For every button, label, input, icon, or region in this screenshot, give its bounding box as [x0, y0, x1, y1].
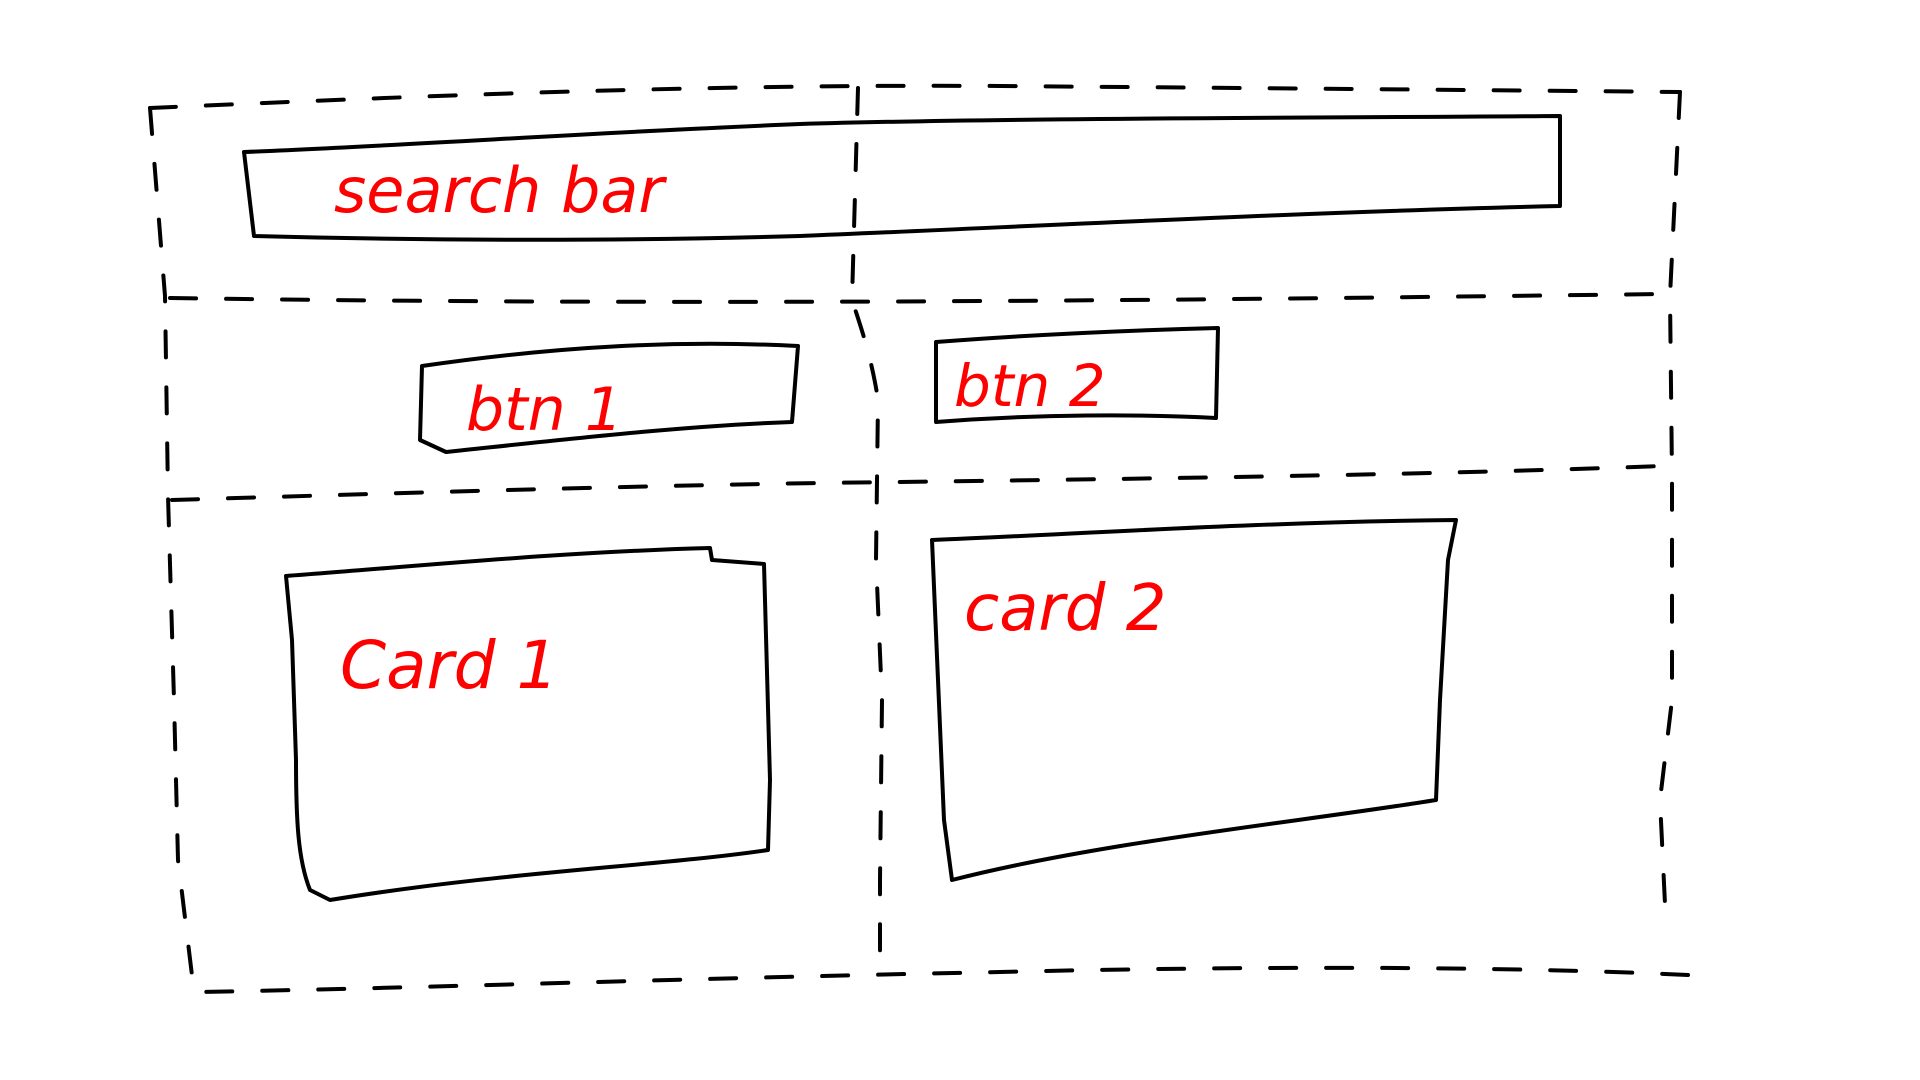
frame-divider-lower	[170, 464, 1664, 502]
btn-1-outline	[418, 341, 800, 454]
search-bar[interactable]: search bar	[242, 114, 1562, 242]
card-2-outline	[930, 518, 1458, 882]
card-2[interactable]: card 2	[930, 518, 1458, 882]
btn-1-label: btn 1	[466, 375, 623, 445]
btn-1[interactable]: btn 1	[418, 341, 800, 454]
search-bar-label: search bar	[334, 154, 667, 227]
layout-frame	[148, 83, 1690, 994]
btn-2-outline	[934, 326, 1220, 424]
search-bar-outline	[242, 114, 1562, 242]
frame-left-edge	[148, 106, 196, 994]
card-1[interactable]: Card 1	[284, 546, 772, 902]
frame-divider-vertical	[849, 86, 885, 977]
card-1-label: Card 1	[340, 627, 559, 704]
card-2-label: card 2	[964, 572, 1166, 646]
frame-right-edge	[1657, 90, 1682, 927]
card-1-outline	[284, 546, 772, 902]
btn-2-label: btn 2	[954, 352, 1106, 420]
frame-top-edge	[148, 83, 1682, 110]
btn-2[interactable]: btn 2	[934, 326, 1220, 424]
frame-bottom-edge	[198, 965, 1690, 994]
frame-divider-upper	[168, 292, 1662, 304]
